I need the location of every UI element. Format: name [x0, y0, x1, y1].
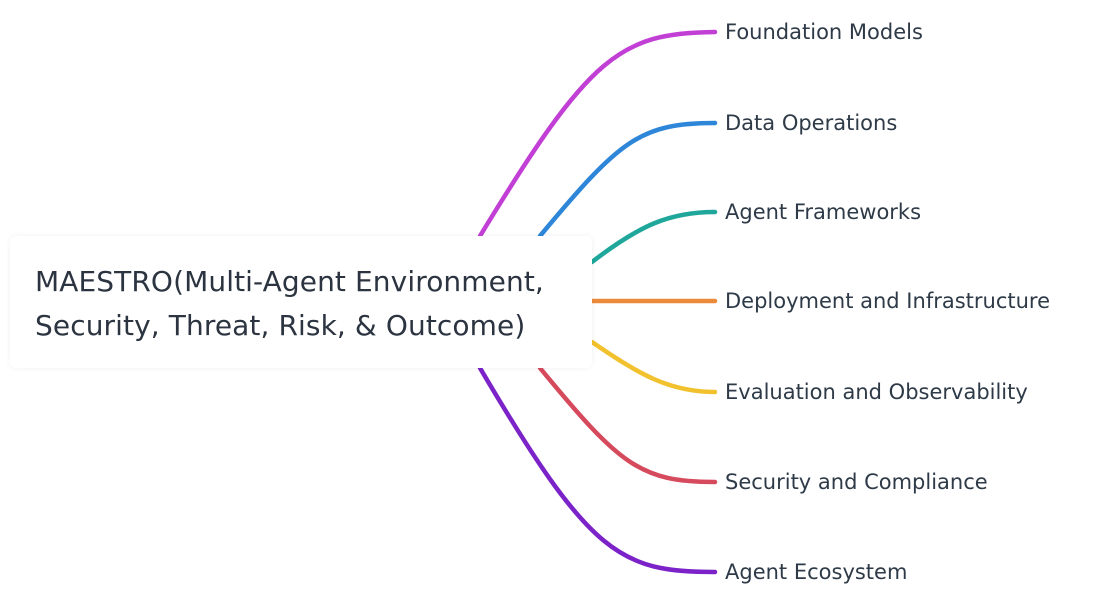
branch-label-data-operations[interactable]: Data Operations	[725, 111, 898, 135]
branch-label-evaluation-and-observability[interactable]: Evaluation and Observability	[725, 380, 1028, 404]
branch-connector-security-and-compliance	[537, 365, 718, 485]
central-topic-node[interactable]: MAESTRO(Multi-Agent Environment, Securit…	[10, 236, 592, 368]
branch-label-agent-ecosystem[interactable]: Agent Ecosystem	[725, 560, 908, 584]
branch-connector-agent-ecosystem	[477, 365, 718, 575]
branch-label-agent-frameworks[interactable]: Agent Frameworks	[725, 200, 922, 224]
branch-connector-evaluation-and-observability	[589, 339, 718, 395]
branch-label-deployment-and-infrastructure[interactable]: Deployment and Infrastructure	[725, 289, 1051, 313]
branch-connector-foundation-models	[477, 29, 718, 239]
branch-label-foundation-models[interactable]: Foundation Models	[725, 20, 923, 44]
central-topic-line-1: MAESTRO(Multi-Agent Environment,	[35, 265, 544, 298]
branch-connector-data-operations	[537, 120, 718, 239]
branch-connector-agent-frameworks	[589, 209, 718, 265]
branch-label-security-and-compliance[interactable]: Security and Compliance	[725, 470, 988, 494]
central-topic-line-2: Security, Threat, Risk, & Outcome)	[35, 309, 526, 342]
